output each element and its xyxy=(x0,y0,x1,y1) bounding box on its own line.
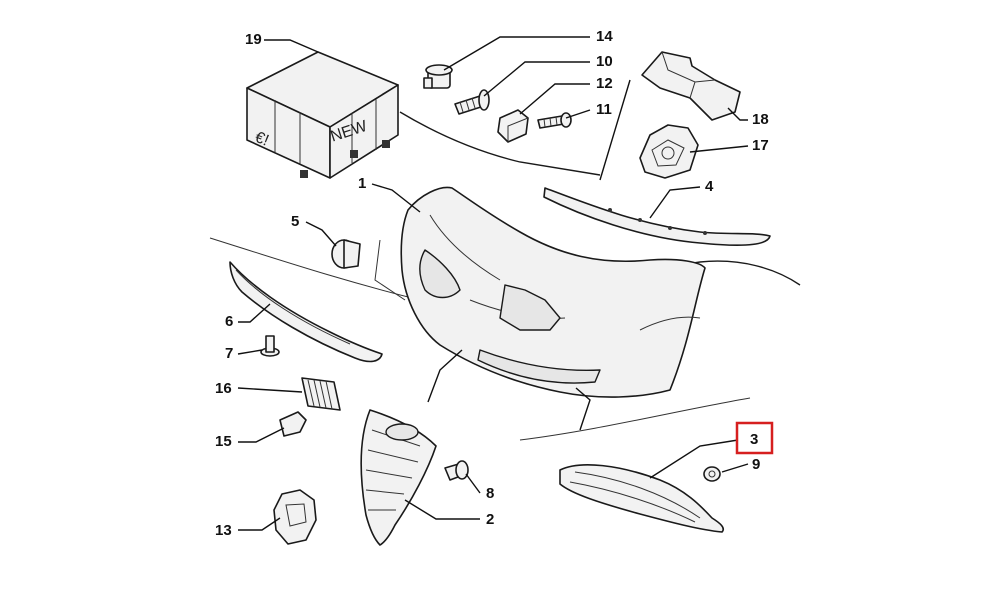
part-4-upper-trim xyxy=(543,187,771,246)
callout-3: 3 xyxy=(750,431,758,448)
part-18-bracket xyxy=(641,51,741,121)
callout-5: 5 xyxy=(291,213,299,230)
callout-6: 6 xyxy=(225,313,233,330)
callout-17: 17 xyxy=(752,137,769,154)
callout-15: 15 xyxy=(215,433,232,450)
part-3-side-grille xyxy=(559,464,725,533)
callout-9: 9 xyxy=(752,456,760,473)
callout-13: 13 xyxy=(215,522,232,539)
part-6-left-trim xyxy=(229,261,383,363)
part-16-grille-insert xyxy=(301,377,341,411)
callout-2: 2 xyxy=(486,511,494,528)
part-1-front-bumper xyxy=(400,186,706,398)
callout-1: 1 xyxy=(358,175,366,192)
callout-19: 19 xyxy=(245,31,262,48)
callout-11: 11 xyxy=(596,101,612,118)
callout-8: 8 xyxy=(486,485,494,502)
part-7-pin xyxy=(260,335,280,357)
part-8-bolt xyxy=(444,460,469,481)
car-body-outline xyxy=(209,111,801,441)
part-13-bracket xyxy=(273,489,317,545)
callout-7: 7 xyxy=(225,345,233,362)
part-19-new-crate: NEW €! xyxy=(246,51,399,179)
part-17-mount xyxy=(639,124,699,179)
part-2-center-grille xyxy=(360,409,437,546)
part-12-nut-clip xyxy=(497,109,529,143)
part-10-push-clip xyxy=(454,89,490,115)
part-15-clip xyxy=(279,411,307,437)
part-14-grommet xyxy=(423,64,453,89)
callout-16: 16 xyxy=(215,380,232,397)
callout-18: 18 xyxy=(752,111,769,128)
callout-10: 10 xyxy=(596,53,613,70)
leader-lines xyxy=(237,36,749,531)
callout-3-highlight-box xyxy=(735,421,774,455)
callout-14: 14 xyxy=(596,28,613,45)
part-11-screw xyxy=(537,112,572,129)
crate-euro-label: €! xyxy=(252,129,271,150)
callout-12: 12 xyxy=(596,75,613,92)
part-5-cap xyxy=(331,239,361,269)
callout-labels: 19 14 10 12 11 18 17 4 1 5 6 7 16 15 13 … xyxy=(215,28,774,539)
part-9-nut xyxy=(703,466,721,482)
callout-4: 4 xyxy=(705,178,714,195)
